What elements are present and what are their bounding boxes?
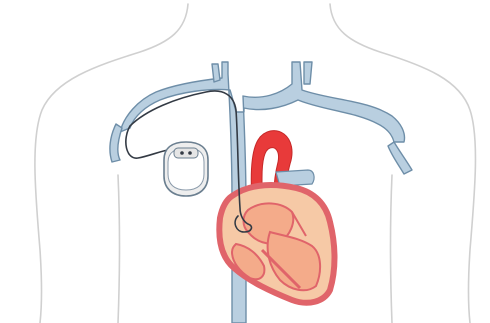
pacemaker-generator-icon xyxy=(164,142,208,196)
subclavian-vein-icon xyxy=(110,124,122,162)
jugular-vein-icon xyxy=(212,64,220,82)
